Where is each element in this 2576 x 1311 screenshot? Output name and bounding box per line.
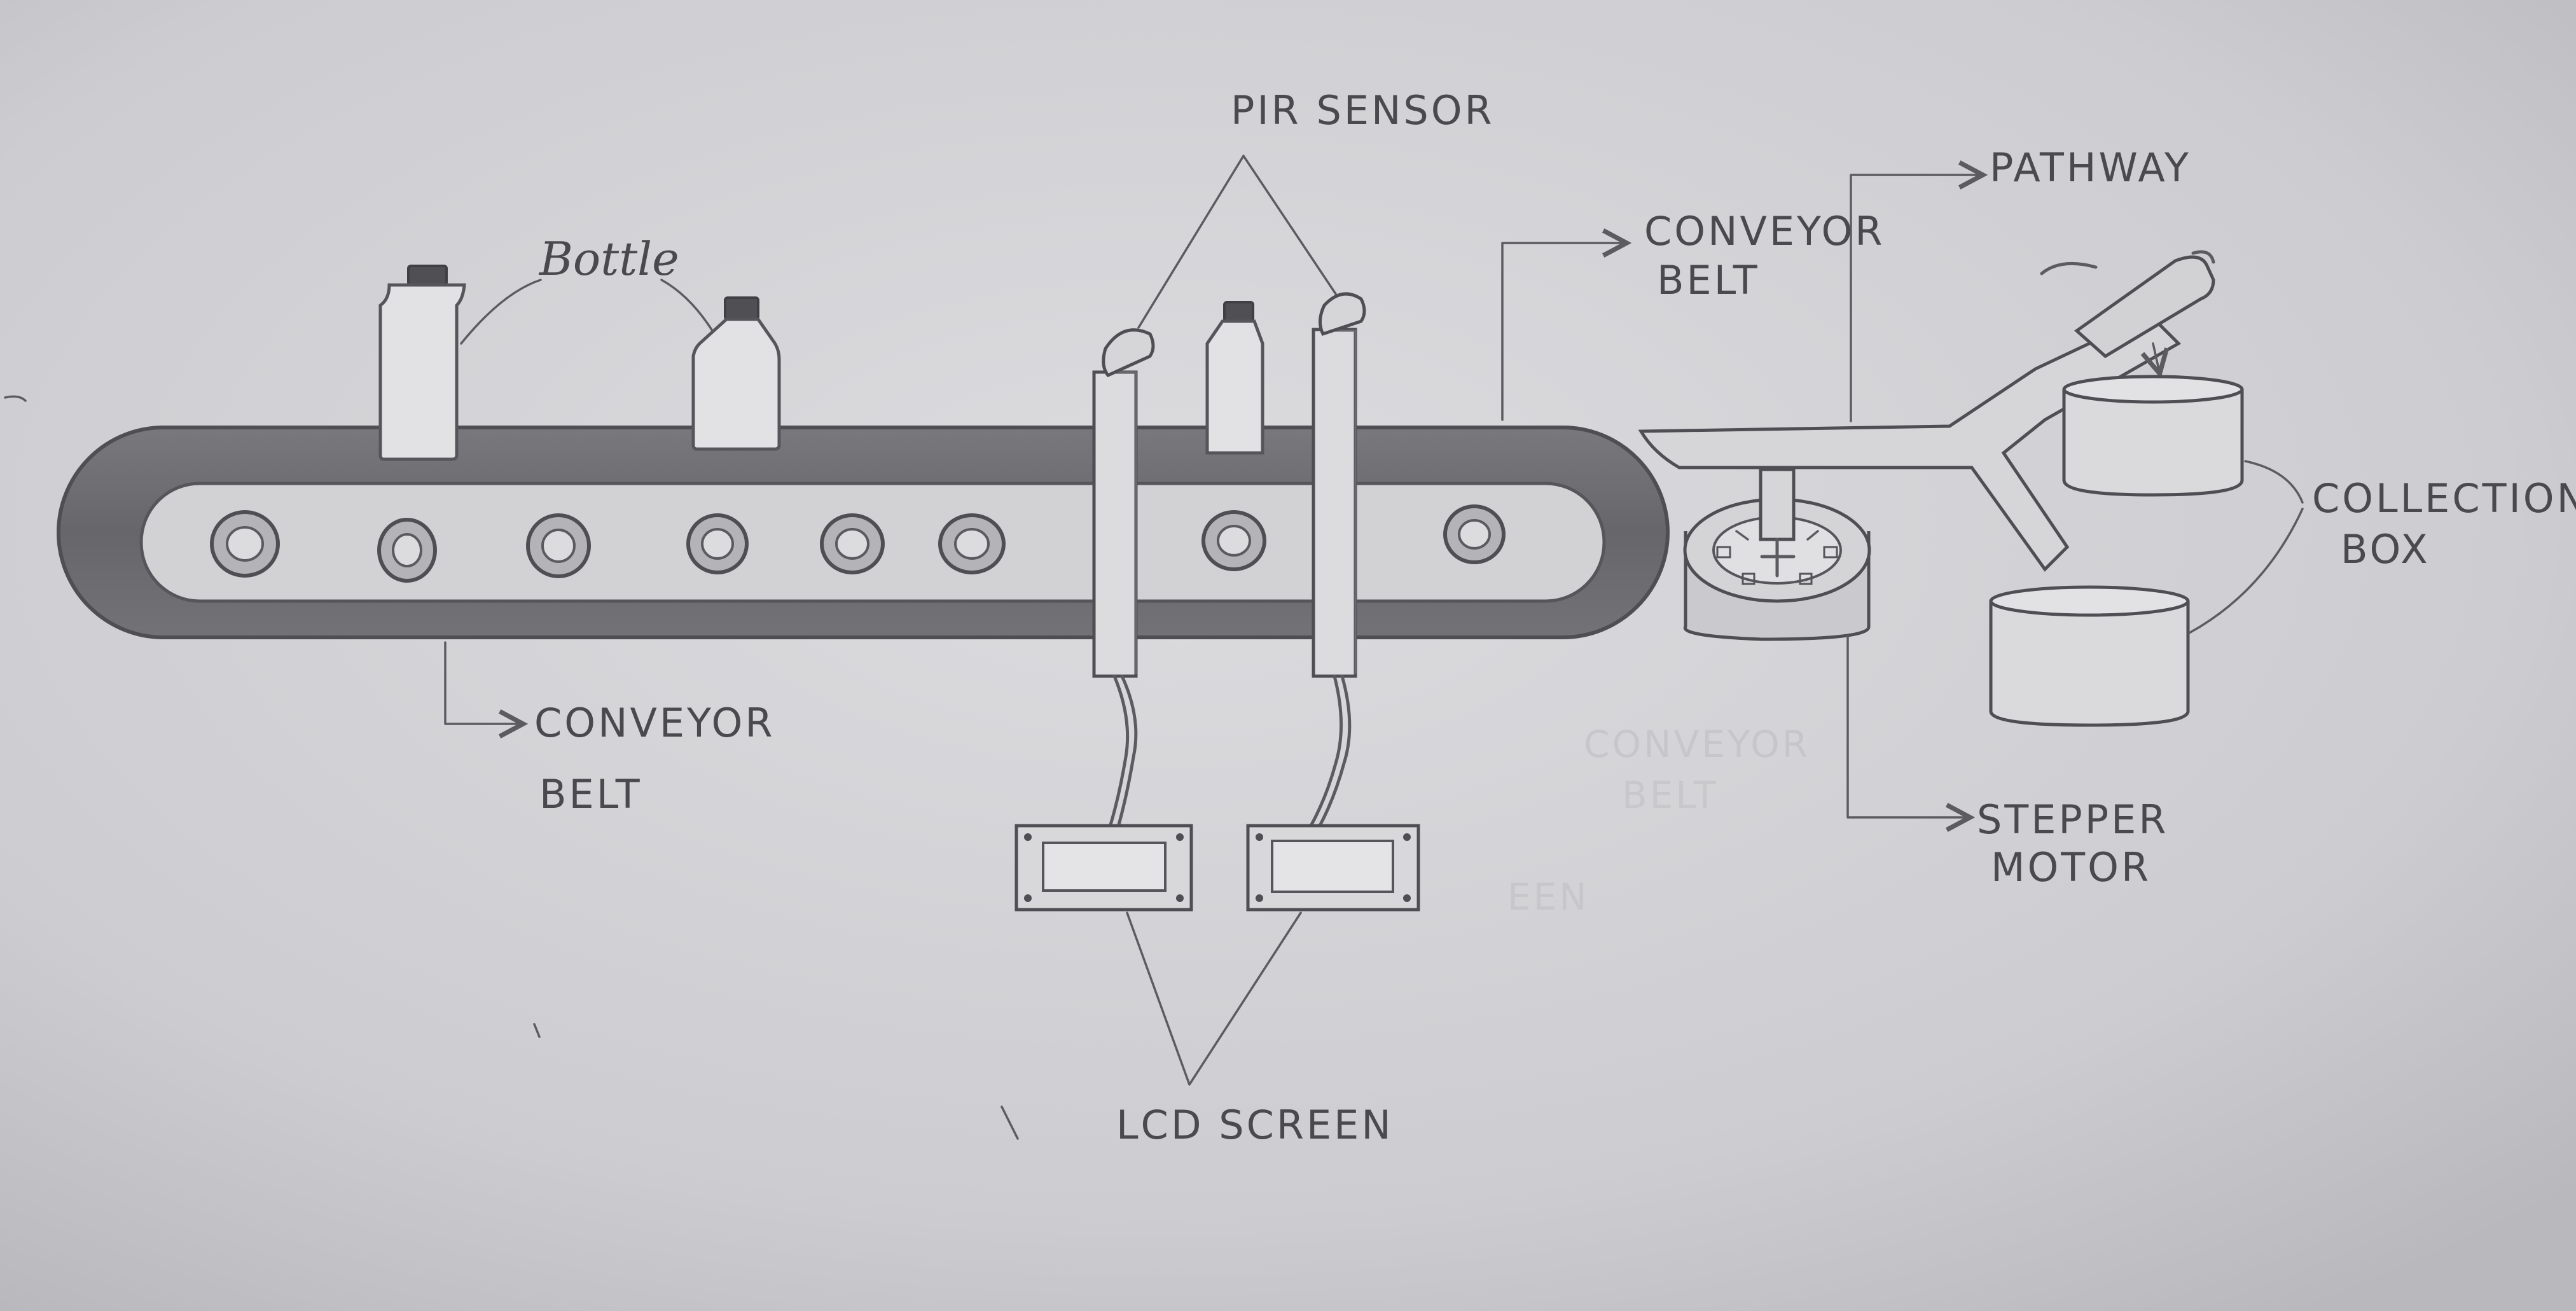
- roller: [1445, 506, 1504, 562]
- lcd-screen-right: [1248, 826, 1418, 910]
- label-conveyor-belt-top: BELT: [1657, 257, 1760, 303]
- roller: [688, 515, 747, 572]
- label-pathway: PATHWAY: [1990, 144, 2191, 191]
- label-lcd-screen: LCD SCREEN: [1116, 1102, 1394, 1148]
- ghost-text: EEN: [1507, 875, 1589, 919]
- roller: [528, 515, 589, 576]
- label-stepper-motor: STEPPER: [1977, 796, 2168, 843]
- bottle-1: [380, 266, 464, 459]
- label-pir-sensor: PIR SENSOR: [1231, 87, 1495, 134]
- label-collection-box: BOX: [2341, 526, 2430, 572]
- label-stepper-motor: MOTOR: [1991, 844, 2151, 891]
- label-conveyor-belt-top: CONVEYOR: [1644, 208, 1885, 254]
- roller: [379, 520, 435, 581]
- collection-box-top: [2064, 377, 2242, 495]
- roller: [212, 512, 278, 576]
- collection-box-bottom: [1991, 587, 2188, 725]
- label-conveyor-belt-bottom: BELT: [539, 771, 642, 817]
- ghost-text: CONVEYOR: [1584, 723, 1810, 766]
- roller: [822, 515, 883, 572]
- roller: [1203, 512, 1264, 569]
- lcd-screen-left: [1016, 826, 1191, 910]
- label-bottle: Bottle: [538, 232, 679, 286]
- label-collection-box: COLLECTION: [2312, 475, 2576, 522]
- pir-sensor-right: [1313, 294, 1364, 676]
- label-conveyor-belt-bottom: CONVEYOR: [534, 700, 775, 746]
- roller: [940, 515, 1004, 572]
- ghost-text: BELT: [1622, 773, 1719, 817]
